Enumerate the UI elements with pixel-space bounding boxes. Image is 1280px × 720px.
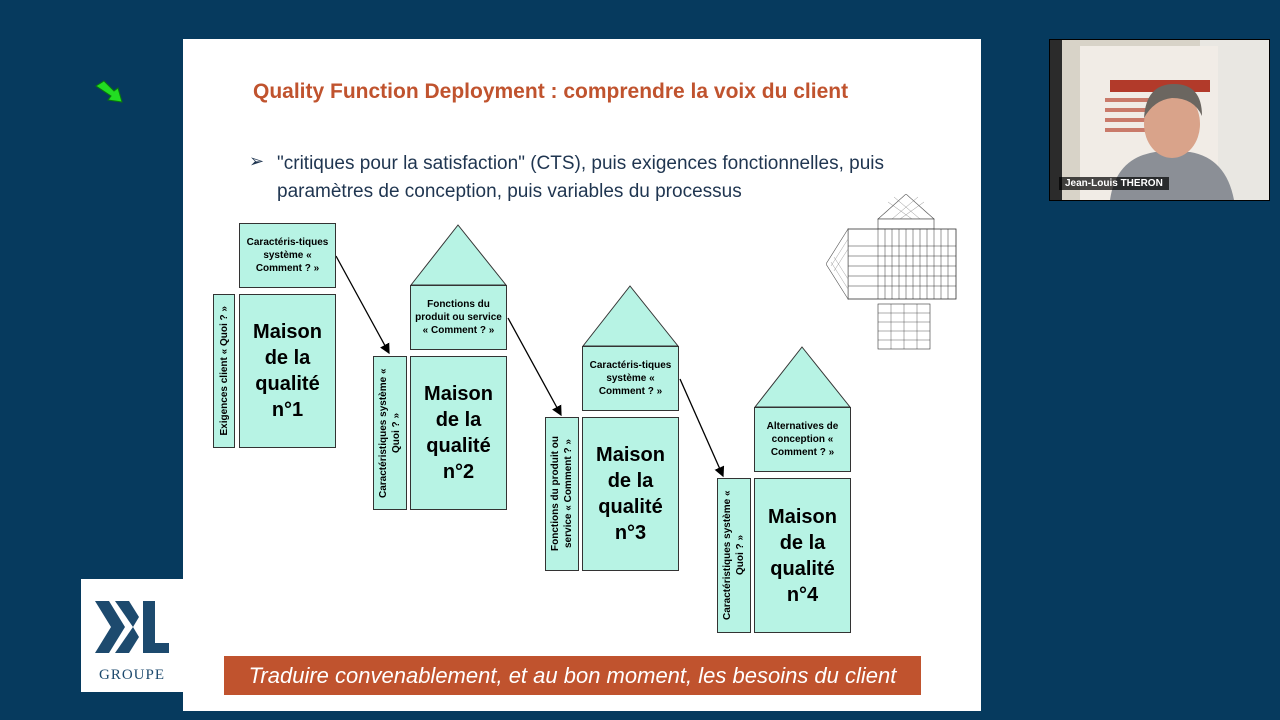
house-of-quality-matrix-icon — [826, 194, 957, 350]
slide-banner: Traduire convenablement, et au bon momen… — [224, 656, 921, 695]
house2-roof — [410, 224, 507, 286]
slide: Quality Function Deployment : comprendre… — [183, 39, 981, 711]
house1-body: Maison de la qualité n°1 — [239, 294, 336, 448]
connector-arrows — [335, 255, 725, 478]
house3-header: Caractéris-tiques système « Comment ? » — [582, 346, 679, 411]
house2-body: Maison de la qualité n°2 — [410, 356, 507, 510]
house3-side-label: Fonctions du produit ou service « Commen… — [550, 436, 574, 552]
bullet-arrow-icon: ➢ — [249, 151, 265, 171]
presenter-video-frame — [1050, 40, 1269, 200]
house4-roof — [754, 346, 851, 408]
xl-groupe-logo: GROUPE — [81, 579, 183, 692]
house1-side: Exigences client « Quoi ? » — [213, 294, 235, 448]
house3-body: Maison de la qualité n°3 — [582, 417, 679, 571]
house2-header: Fonctions du produit ou service « Commen… — [410, 285, 507, 350]
xl-logo-icon — [95, 601, 169, 653]
slide-title: Quality Function Deployment : comprendre… — [253, 80, 849, 103]
webcam-video[interactable]: Jean-Louis THERON — [1049, 39, 1270, 201]
house2-side-label: Caractéristiques système « Quoi ? » — [378, 368, 402, 498]
house2-side: Caractéristiques système « Quoi ? » — [373, 356, 407, 510]
house4-body: Maison de la qualité n°4 — [754, 478, 851, 633]
bullet-text: "critiques pour la satisfaction" (CTS), … — [277, 153, 884, 202]
pointer-arrow-icon — [95, 80, 123, 103]
house4-side: Caractéristiques système « Quoi ? » — [717, 478, 751, 633]
logo-text: GROUPE — [98, 667, 165, 683]
house1-header: Caractéris-tiques système « Comment ? » — [239, 223, 336, 288]
house3-side: Fonctions du produit ou service « Commen… — [545, 417, 579, 571]
house4-side-label: Caractéristiques système « Quoi ? » — [722, 490, 746, 621]
house3-roof — [582, 285, 679, 347]
house4-header: Alternatives de conception « Comment ? » — [754, 407, 851, 472]
presenter-name-label: Jean-Louis THERON — [1059, 177, 1169, 190]
house1-side-label: Exigences client « Quoi ? » — [218, 306, 230, 436]
